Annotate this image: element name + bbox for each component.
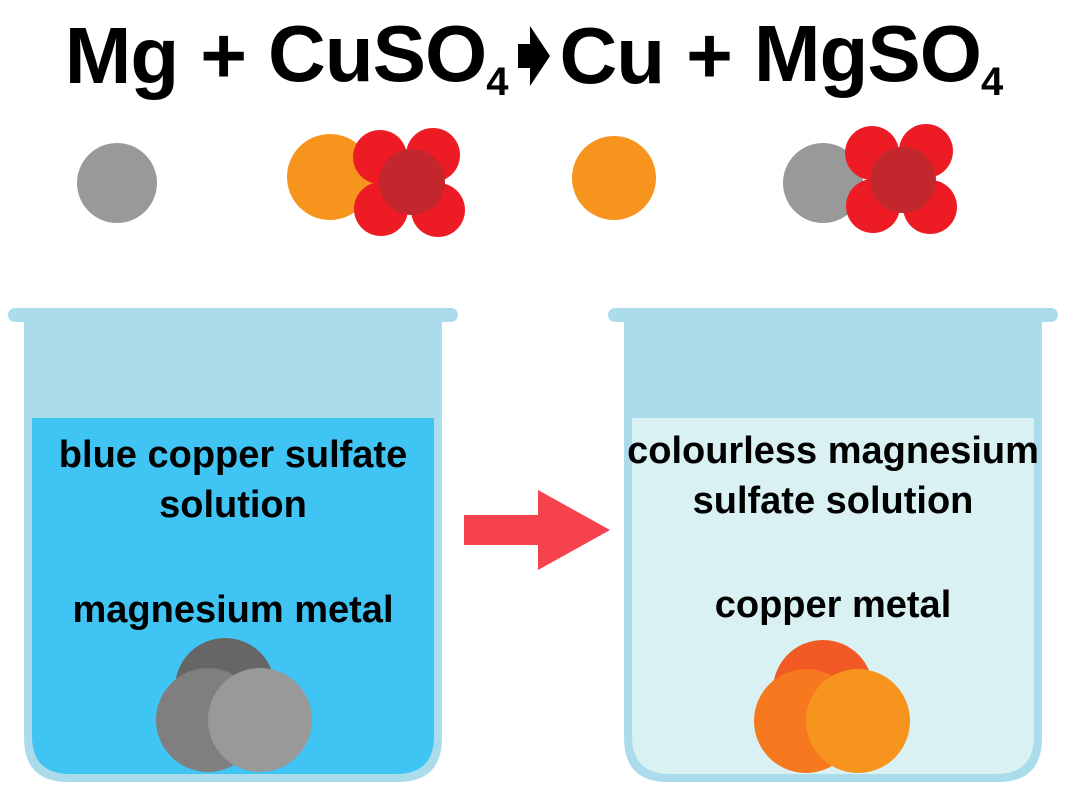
magnesium-atom-icon — [77, 143, 157, 223]
magnesium-sulfate-solution — [632, 418, 1034, 774]
reaction-arrow-icon — [464, 490, 610, 570]
magnesium-metal-pieces-icon — [156, 638, 312, 772]
yields-arrow-icon — [514, 22, 554, 90]
magnesium-sulfate-molecule-icon — [783, 124, 957, 234]
metal-label-before: magnesium metal — [72, 589, 394, 631]
copper-sulfate-formula: CuSO — [268, 8, 487, 98]
beaker-after-graphic — [608, 308, 1058, 782]
product-copper: Cu — [559, 11, 666, 100]
copper-sulfate-subscript: 4 — [486, 59, 508, 104]
plus-sign: + — [686, 11, 733, 100]
solution-label-after-line1: colourless magnesium — [627, 430, 1039, 472]
solution-label-after: colourless magnesium sulfate solution — [624, 426, 1042, 526]
beaker-after: colourless magnesium sulfate solution co… — [608, 308, 1058, 788]
product-magnesium-sulfate: MgSO4 — [753, 8, 1003, 105]
copper-sulfate-molecule-icon — [287, 128, 465, 237]
beaker-before: blue copper sulfate solution magnesium m… — [8, 308, 458, 788]
solution-label-before-line1: blue copper sulfate — [58, 434, 408, 476]
magnesium-sulfate-subscript: 4 — [980, 59, 1003, 104]
copper-sulfate-solution — [32, 418, 434, 774]
metal-label-after: copper metal — [714, 584, 952, 626]
reactant-magnesium: Mg — [64, 11, 180, 100]
solution-label-after-line2: sulfate solution — [692, 480, 974, 522]
solution-label-before: blue copper sulfate solution — [24, 430, 442, 530]
copper-metal-pieces-icon — [754, 640, 910, 773]
reactant-copper-sulfate: CuSO4 — [268, 8, 508, 105]
solution-label-before-line2: solution — [159, 484, 307, 526]
chemical-equation: Mg + CuSO4 Cu + MgSO4 — [0, 6, 1067, 106]
magnesium-sulfate-formula: MgSO — [753, 8, 982, 98]
plus-sign: + — [200, 11, 247, 100]
beaker-before-graphic — [8, 308, 458, 782]
copper-atom-icon — [572, 136, 656, 220]
